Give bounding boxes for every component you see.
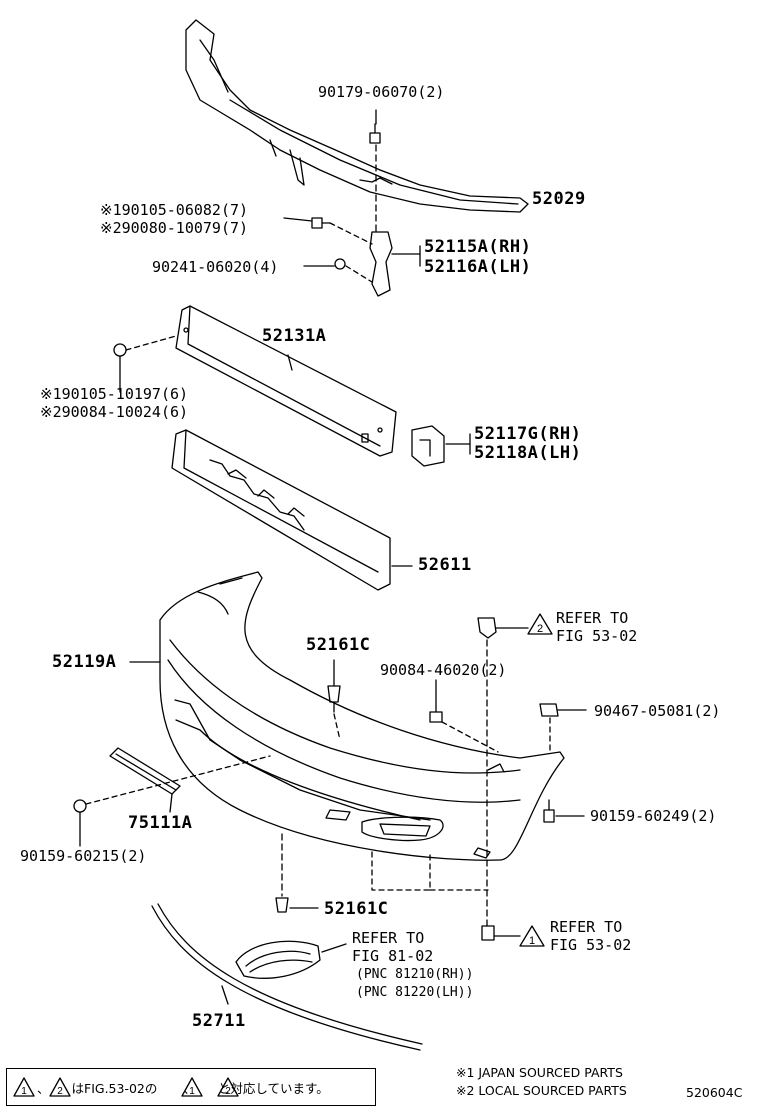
foot-tri-num-2a: 2 bbox=[57, 1086, 63, 1097]
clip-90084-46020 bbox=[429, 679, 499, 753]
footnote-sep-2: 、 bbox=[183, 1080, 196, 1096]
clip-52161C-top bbox=[327, 659, 341, 741]
pnc-rh-label: (PNC 81210(RH)) bbox=[356, 967, 474, 982]
mark-local: ※2 bbox=[40, 403, 62, 421]
footnote-text-2: と対応しています。 bbox=[217, 1080, 329, 1096]
part-label-90080-10079[interactable]: ※290080-10079(7) bbox=[100, 220, 248, 237]
part-number: 90080-10079(7) bbox=[121, 219, 249, 237]
triangle-num-2: 2 bbox=[537, 623, 543, 635]
refer-to-label-top: REFER TO bbox=[556, 609, 629, 627]
bracket-52115 bbox=[369, 231, 421, 297]
nut-90241 bbox=[303, 258, 373, 283]
part-number: 90105-06082(7) bbox=[121, 201, 249, 219]
refer-triangle-2 bbox=[527, 613, 553, 635]
part-number: 90105-10197(6) bbox=[61, 385, 189, 403]
foot-tri-num-2b: 2 bbox=[225, 1086, 231, 1097]
clip-refer-53-02-bottom bbox=[481, 925, 521, 941]
part-label-52117G[interactable]: 52117G(RH) bbox=[474, 424, 582, 444]
part-label-52118A[interactable]: 52118A(LH) bbox=[474, 443, 582, 463]
molding-52711 bbox=[151, 903, 423, 1051]
upper-reinforcement-52029 bbox=[185, 19, 529, 213]
refer-to-label-fog: REFER TO bbox=[352, 929, 425, 947]
part-label-52161C-top[interactable]: 52161C bbox=[306, 635, 371, 655]
mark-local: ※2 bbox=[100, 219, 122, 237]
part-label-52711[interactable]: 52711 bbox=[192, 1011, 246, 1031]
part-label-90467[interactable]: 90467-05081(2) bbox=[594, 702, 721, 720]
clip-refer-53-02-top bbox=[477, 617, 529, 927]
foot-tri-num-1a: 1 bbox=[21, 1086, 27, 1097]
part-label-52161C-bottom[interactable]: 52161C bbox=[324, 899, 389, 919]
pnc-lh-label: (PNC 81220(LH)) bbox=[356, 985, 474, 1000]
clip-52161C-bottom bbox=[275, 833, 489, 913]
nut-90467 bbox=[539, 703, 587, 751]
clip-52117G bbox=[411, 425, 471, 467]
refer-to-label-bottom: REFER TO bbox=[550, 918, 623, 936]
part-label-75111A[interactable]: 75111A bbox=[128, 813, 193, 833]
part-label-90084-46020[interactable]: 90084-46020(2) bbox=[380, 661, 507, 679]
absorber-52611 bbox=[171, 429, 413, 591]
diagram-code: 520604C bbox=[686, 1085, 743, 1100]
part-label-52116A[interactable]: 52116A(LH) bbox=[424, 257, 532, 277]
screw-90159-60215 bbox=[73, 755, 271, 847]
mark-japan: ※1 bbox=[40, 385, 62, 403]
fog-lamp bbox=[235, 940, 347, 979]
bolt-90105-06082 bbox=[283, 217, 373, 245]
part-label-52131A[interactable]: 52131A bbox=[262, 326, 327, 346]
reinforcement-52131A bbox=[175, 305, 397, 457]
fig-53-02-link-bottom[interactable]: FIG 53-02 bbox=[550, 936, 632, 954]
part-label-90179[interactable]: 90179-06070(2) bbox=[318, 83, 445, 101]
bolt-90105-10197 bbox=[113, 335, 177, 393]
fig-81-02-link[interactable]: FIG 81-02 bbox=[352, 947, 434, 965]
bumper-cover-52119A bbox=[129, 571, 565, 861]
part-label-52611[interactable]: 52611 bbox=[418, 555, 472, 575]
part-label-90159-60249[interactable]: 90159-60249(2) bbox=[590, 807, 717, 825]
refer-triangle-1 bbox=[519, 925, 545, 947]
footnote-sep-1: 、 bbox=[37, 1080, 50, 1096]
part-label-52115A[interactable]: 52115A(RH) bbox=[424, 237, 532, 257]
legend-japan-sourced: ※1 JAPAN SOURCED PARTS bbox=[456, 1065, 623, 1080]
footnote-triangles bbox=[13, 1077, 239, 1097]
bolt-90179 bbox=[369, 109, 381, 144]
part-label-90105-10197[interactable]: ※190105-10197(6) bbox=[40, 386, 188, 403]
part-label-90241[interactable]: 90241-06020(4) bbox=[152, 258, 279, 276]
legend-local-sourced: ※2 LOCAL SOURCED PARTS bbox=[456, 1083, 627, 1098]
footnote-box: 、 はFIG.53-02の 、 と対応しています。 bbox=[6, 1068, 376, 1106]
mark-japan: ※1 bbox=[100, 201, 122, 219]
part-label-90159-60215[interactable]: 90159-60215(2) bbox=[20, 847, 147, 865]
triangle-num-1: 1 bbox=[529, 935, 535, 947]
screw-90159-60249 bbox=[543, 799, 585, 823]
part-number: 90084-10024(6) bbox=[61, 403, 189, 421]
footnote-text-1: はFIG.53-02の bbox=[71, 1080, 158, 1096]
part-label-90084-10024[interactable]: ※290084-10024(6) bbox=[40, 404, 188, 421]
part-label-52119A[interactable]: 52119A bbox=[52, 652, 117, 672]
part-label-52029[interactable]: 52029 bbox=[532, 189, 586, 209]
emblem-plate-75111A bbox=[109, 747, 181, 813]
foot-tri-num-1b: 1 bbox=[189, 1086, 195, 1097]
fig-53-02-link-top[interactable]: FIG 53-02 bbox=[556, 627, 638, 645]
part-label-90105-06082[interactable]: ※190105-06082(7) bbox=[100, 202, 248, 219]
